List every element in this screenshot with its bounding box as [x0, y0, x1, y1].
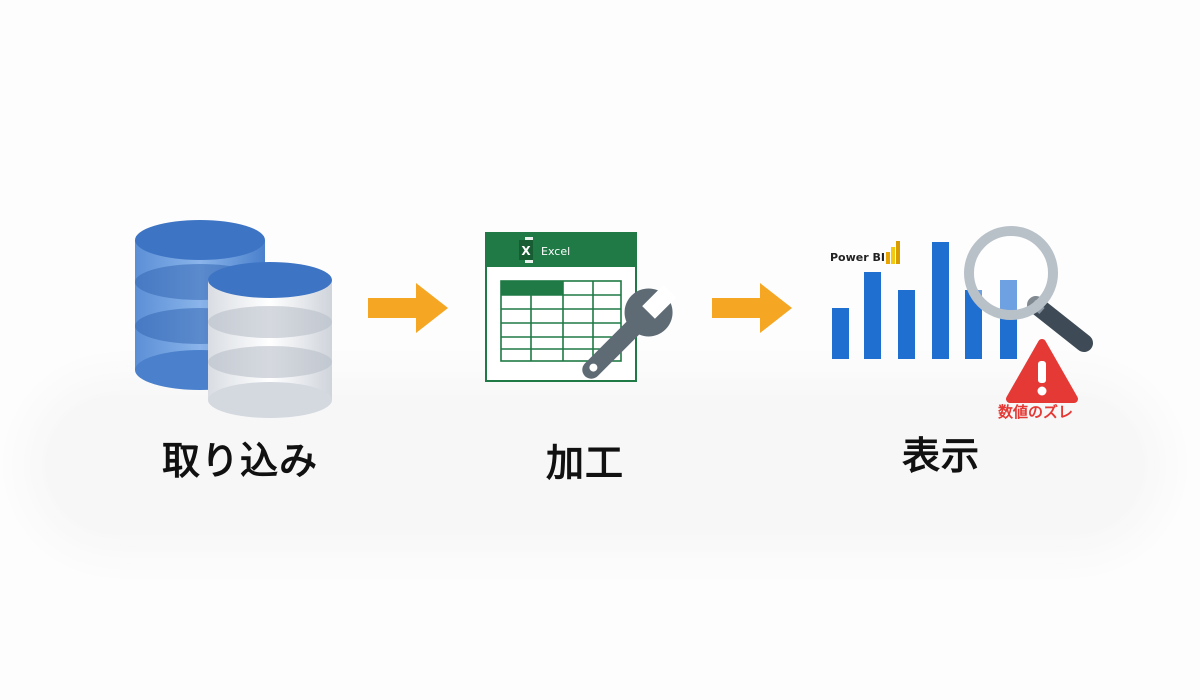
warning-text: 数値のズレ	[998, 403, 1074, 421]
power-bi-app-label: Power BI	[830, 251, 885, 264]
svg-text:X: X	[521, 244, 531, 258]
arrow-right-icon	[712, 283, 792, 333]
step-label-process: 加工	[546, 441, 625, 485]
arrow-right-icon	[368, 283, 448, 333]
database-icon	[135, 220, 332, 418]
step-label-display: 表示	[902, 434, 981, 478]
power-bi-chart-icon: Power BI	[830, 226, 1093, 403]
step-label-ingest: 取り込み	[162, 439, 319, 483]
excel-app-label: Excel	[541, 245, 570, 258]
warning-icon	[1006, 339, 1078, 403]
background-band	[45, 395, 1145, 535]
magnifier-icon	[964, 226, 1093, 352]
excel-spreadsheet-icon: X Excel	[485, 232, 677, 382]
